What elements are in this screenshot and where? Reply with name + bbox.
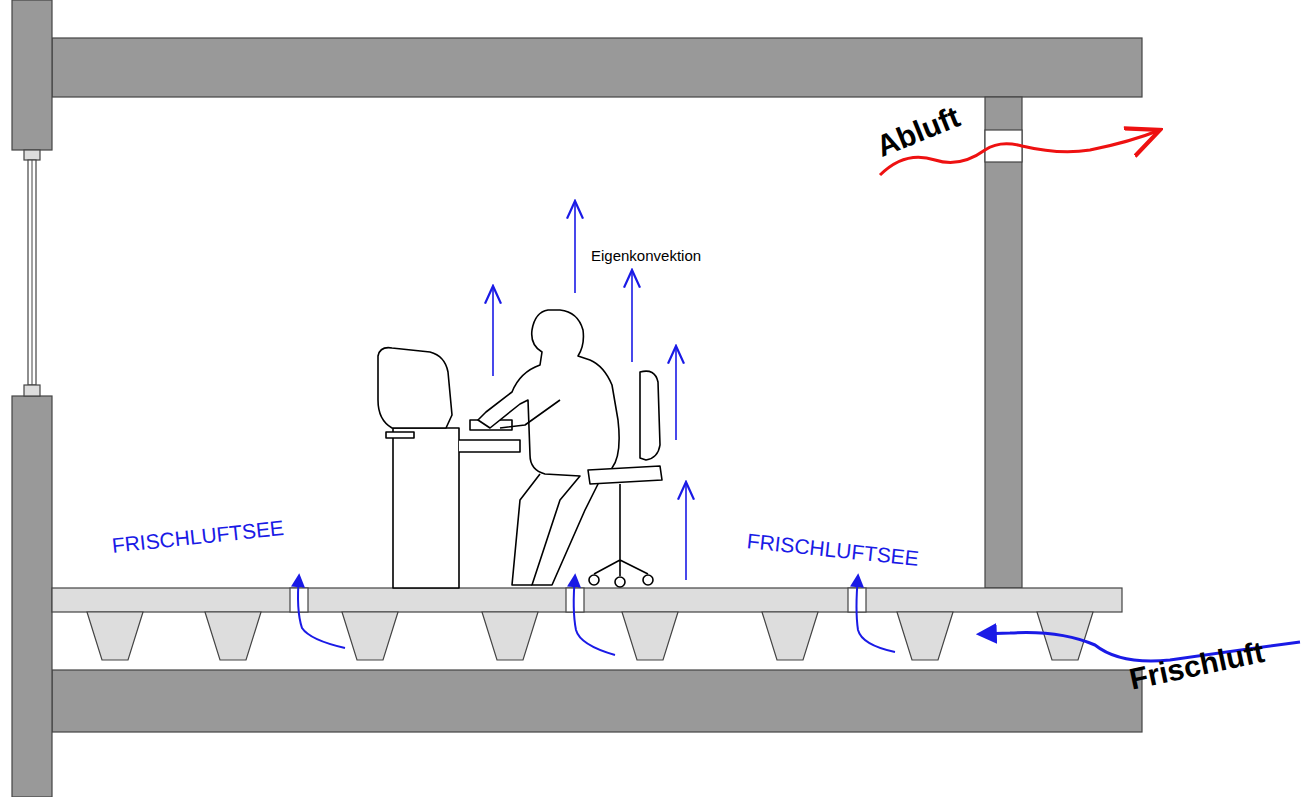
desk-top — [459, 440, 520, 452]
person-at-computer — [378, 310, 662, 588]
chair-seat — [588, 466, 662, 484]
monitor — [378, 348, 452, 428]
floor-pedestal — [482, 612, 538, 660]
window-frame — [24, 150, 40, 160]
floor-pedestal — [87, 612, 143, 660]
floor-pedestal — [342, 612, 398, 660]
floor-pedestal — [762, 612, 818, 660]
floor-slab — [52, 670, 1142, 732]
desk — [393, 428, 459, 588]
ceiling-slab — [52, 38, 1142, 97]
partition-wall — [985, 97, 1022, 588]
wall — [12, 0, 52, 150]
floor-pedestal — [622, 612, 678, 660]
chair-back — [640, 371, 660, 460]
floor-outlet — [566, 588, 584, 612]
floor-pedestal — [205, 612, 261, 660]
air-lake-label: FRISCHLUFTSEE — [111, 517, 285, 556]
convection-label: Eigenkonvektion — [591, 248, 701, 263]
wall — [12, 396, 52, 797]
supply-air-arrows — [298, 576, 1300, 661]
exhaust-label: Abluft — [872, 102, 964, 162]
air-lake-label: FRISCHLUFTSEE — [746, 530, 920, 569]
person — [478, 310, 619, 585]
window-frame — [24, 385, 40, 396]
window-pane — [28, 160, 36, 385]
fresh-air-label: Frischluft — [1127, 637, 1267, 695]
raised-floor — [52, 588, 1122, 612]
structure — [12, 0, 1142, 797]
floor-pedestal — [897, 612, 953, 660]
